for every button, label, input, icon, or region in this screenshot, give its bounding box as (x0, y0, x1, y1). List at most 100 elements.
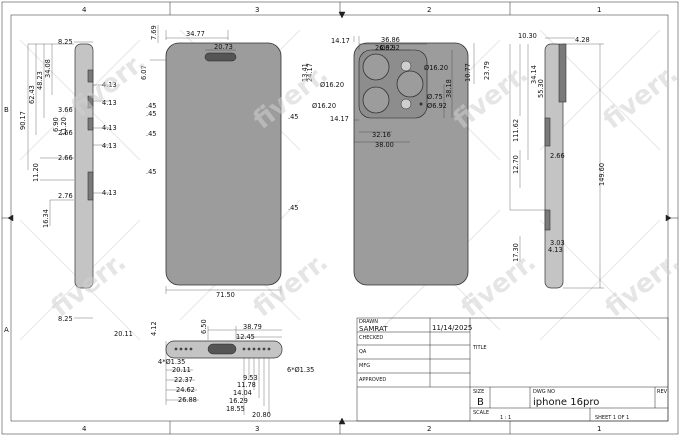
tb-drawn-by: SAMRAT (359, 325, 388, 333)
dim-side-d8: 11.20 (60, 117, 68, 136)
front-dim-lines (150, 25, 282, 294)
zone-labels-top: 4 3 2 1 (82, 6, 601, 14)
zone-left-a: A (4, 326, 9, 334)
camera-bump-profile (558, 43, 567, 103)
dim-side-d4: 34.08 (44, 59, 52, 78)
dim-bottom-c3: 24.62 (176, 386, 195, 394)
tb-date: 11/14/2025 (432, 324, 472, 332)
dim-bottom-a: 38.79 (243, 323, 262, 331)
dim-back-w2: 38.00 (375, 141, 394, 149)
dim-bottom-c6: 11.78 (237, 381, 256, 389)
bottom-dim-lines (165, 326, 282, 415)
dim-back-h4: 13.41 (301, 63, 309, 82)
dim-front-top-width: 34.77 (186, 30, 205, 38)
dim-side-d2: 62.43 (28, 85, 36, 104)
dim-right-h4: 12.70 (512, 155, 520, 174)
dim-bottom-c10: 20.80 (252, 411, 271, 419)
zone-bottom-3: 3 (255, 425, 259, 433)
tb-size-value: B (477, 397, 484, 408)
right-side-dim-lines (509, 37, 604, 289)
dim-back-offset-bottom: 14.17 (330, 115, 349, 123)
speaker-holes-right (242, 347, 271, 351)
dim-side-d11: 4.13 (102, 124, 117, 132)
dim-back-lidar: Ø6.92 (427, 102, 447, 110)
dim-side-d3: 48.23 (36, 71, 44, 90)
dim-back-lens-bl: Ø16.20 (312, 102, 336, 110)
tb-mfg-label: MFG (359, 363, 370, 369)
dim-right-w3: 4.13 (548, 246, 563, 254)
left-side-view (74, 43, 94, 289)
dim-bottom-t: 4.12 (150, 321, 158, 336)
dim-right-w2: 3.03 (550, 239, 565, 247)
zone-top-1: 1 (597, 6, 601, 14)
dim-back-offset-top: 14.17 (331, 37, 350, 45)
dim-front-e1: .45 (146, 102, 157, 110)
speaker-holes-left (174, 347, 193, 351)
title-block: DRAWN SAMRAT 11/14/2025 CHECKED QA MFG A… (356, 317, 669, 422)
dim-bottom-c1: 20.11 (172, 366, 191, 374)
bottom-view (165, 340, 283, 359)
zone-top-3: 3 (255, 6, 259, 14)
dim-back-w1: 32.16 (372, 131, 391, 139)
dim-back-h2: 10.77 (464, 63, 472, 82)
dim-side-d14: 11.20 (32, 163, 40, 182)
dim-front-top-radius: 7.69 (150, 25, 158, 40)
back-view (353, 42, 469, 286)
front-view (165, 42, 282, 286)
dim-back-h5: 24.17 (306, 63, 314, 82)
back-mic (419, 102, 423, 106)
dim-right-total: 149.60 (598, 163, 606, 186)
zone-bottom-1: 1 (597, 425, 601, 433)
lens-right (396, 70, 424, 98)
right-side-view (544, 43, 567, 289)
dim-side-width: 8.25 (58, 38, 73, 46)
dim-bottom-c9: 18.55 (226, 405, 245, 413)
watermark-4: fiverr. (598, 59, 680, 135)
dim-back-lens-left: Ø16.20 (320, 81, 344, 89)
dim-side-d13: 3.66 (58, 106, 73, 114)
dim-front-e5: .45 (288, 113, 299, 121)
dim-front-island-width: 20.73 (214, 43, 233, 51)
dim-front-e6: .45 (288, 204, 299, 212)
lidar (400, 98, 412, 110)
dim-back-c2: 26.92 (375, 44, 394, 52)
usb-c-port (207, 343, 237, 355)
dim-right-t1: 10.30 (518, 32, 537, 40)
dim-right-h2: 55.30 (537, 79, 545, 98)
dim-back-flash: Ø6.92 (380, 44, 400, 52)
dim-back-c1: 36.86 (381, 36, 400, 44)
dim-side-d17: 4.13 (102, 189, 117, 197)
dim-back-h1: 23.79 (483, 61, 491, 80)
dim-front-e4: .45 (146, 168, 157, 176)
tb-sheet-value: SHEET 1 OF 1 (595, 415, 629, 421)
dim-bottom-holes-left: 4*Ø1.35 (158, 358, 185, 366)
dim-bottom-holes-right: 6*Ø1.35 (287, 366, 314, 374)
zone-bottom-4: 4 (82, 425, 87, 433)
front-body (165, 42, 282, 286)
dim-side-d9: 2.66 (58, 129, 73, 137)
tb-checked-label: CHECKED (359, 335, 383, 341)
dim-bottom-c8: 16.29 (229, 397, 248, 405)
tb-approved-label: APPROVED (359, 377, 386, 383)
dim-front-island-offset: 6.07 (140, 65, 148, 80)
tb-drawn-label: DRAWN (359, 319, 378, 325)
dim-front-e3: .45 (146, 130, 157, 138)
zone-left-b: B (4, 106, 9, 114)
tb-dwg-value: iphone 16pro (533, 397, 599, 408)
dim-front-width: 71.50 (216, 291, 235, 299)
dim-bottom-r: 6.50 (200, 319, 208, 334)
dim-bottom-h: 20.11 (114, 330, 133, 338)
dim-side-bottom-width: 8.25 (58, 315, 73, 323)
dim-bottom-c7: 14.04 (233, 389, 252, 397)
zone-top-2: 2 (427, 6, 431, 14)
zone-labels-bottom: 4 3 2 1 (82, 425, 601, 433)
dim-side-d6: 4.13 (102, 99, 117, 107)
dim-side-d7: 6.90 (52, 117, 60, 132)
tb-size-label: SIZE (473, 389, 484, 395)
back-dim-lines (353, 36, 475, 143)
dim-right-t2: 4.28 (575, 36, 590, 44)
tb-rev-label: REV (657, 389, 668, 395)
flash (400, 60, 412, 72)
